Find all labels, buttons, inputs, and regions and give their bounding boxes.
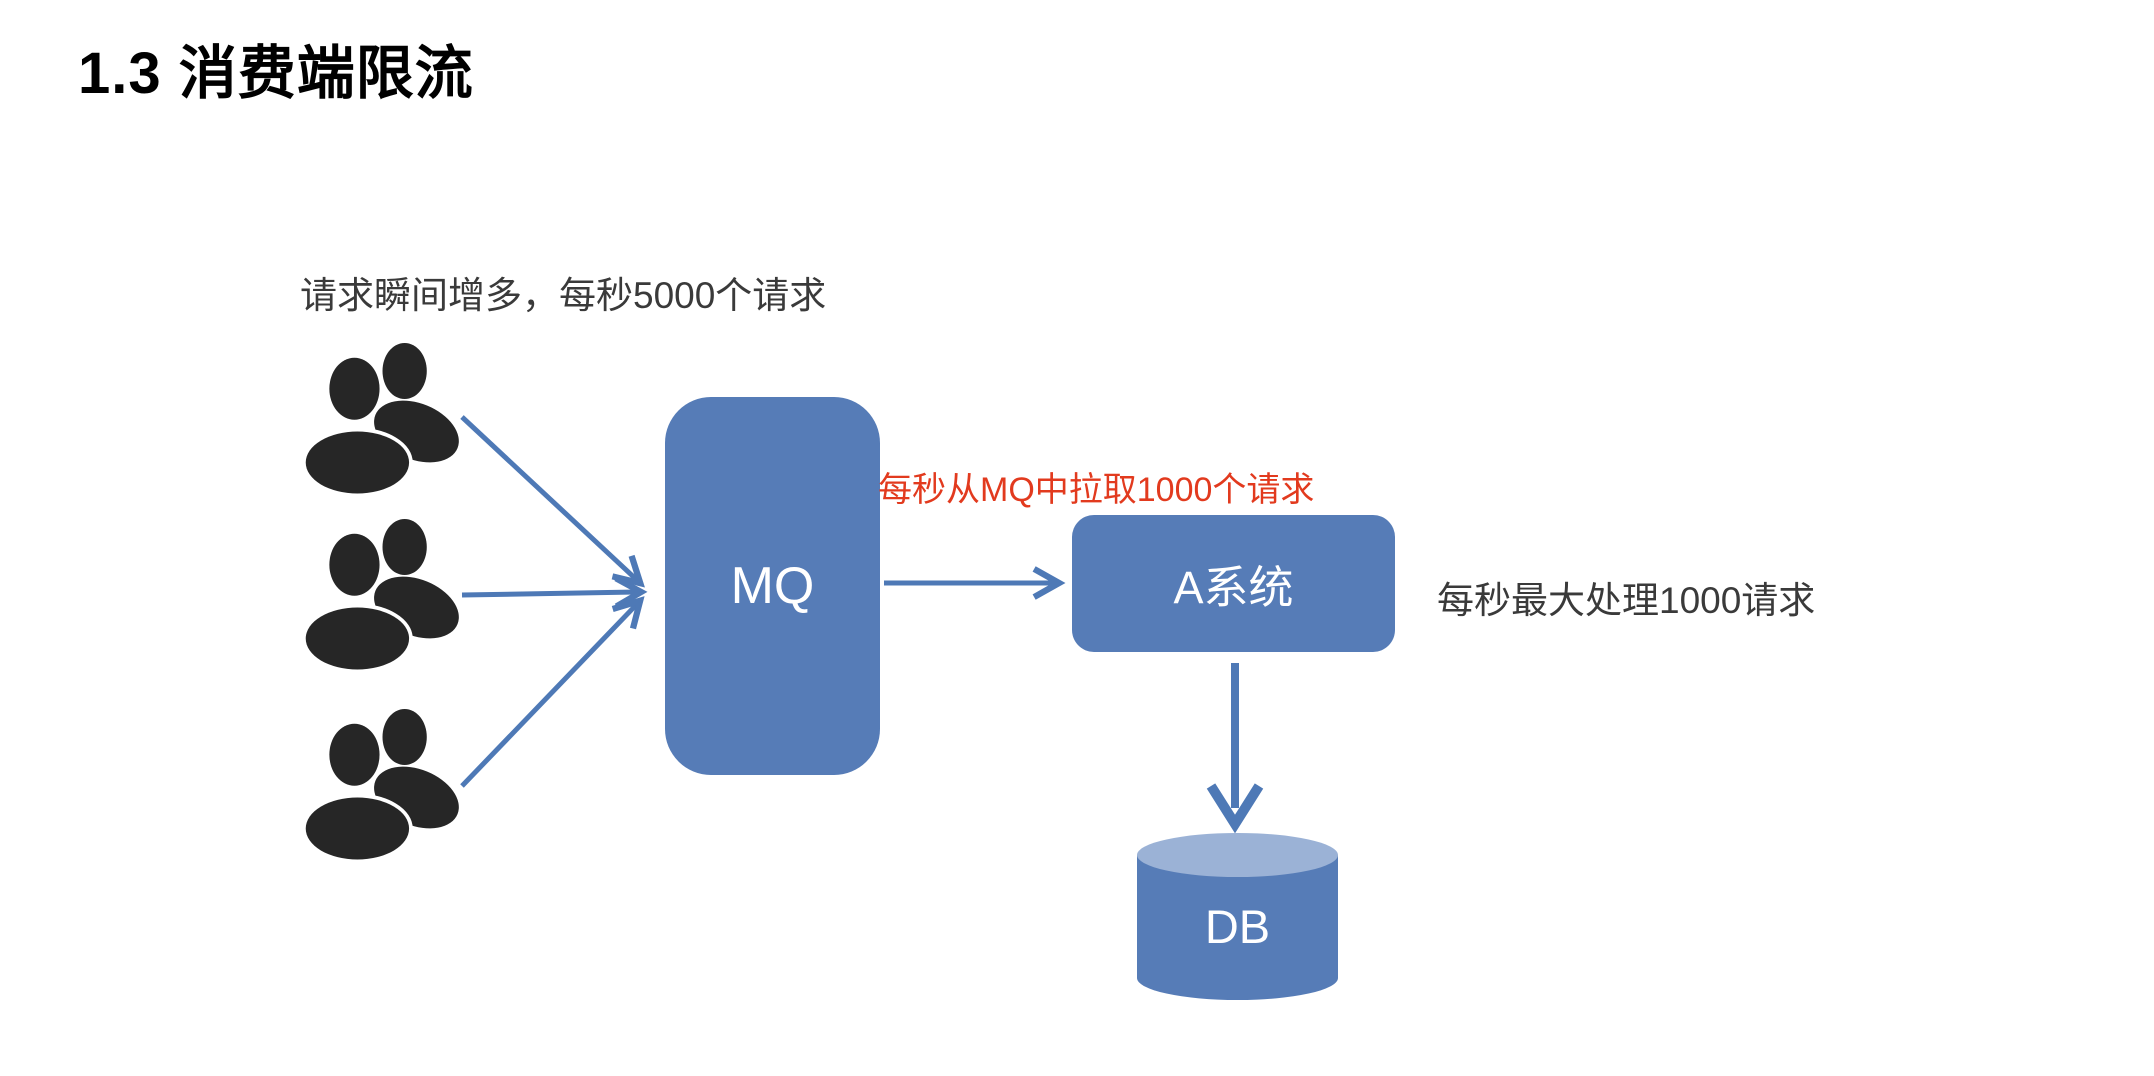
db-node: DB	[1137, 833, 1338, 1000]
arrow-system-a-to-db-head	[1206, 783, 1264, 834]
producers-rate-label: 请求瞬间增多，每秒5000个请求	[300, 275, 827, 316]
page-title: 1.3 消费端限流	[78, 41, 474, 106]
pull-rate-label: 每秒从MQ中拉取1000个请求	[878, 471, 1315, 509]
users-icon	[300, 706, 465, 864]
mq-node-label: MQ	[730, 557, 815, 615]
process-capacity-label: 每秒最大处理1000请求	[1437, 580, 1816, 621]
users-icon	[300, 340, 465, 498]
arrow-users2-to-mq	[461, 592, 638, 595]
system-a-node: A系统	[1072, 515, 1395, 652]
db-cylinder-top	[1137, 833, 1338, 877]
db-node-label: DB	[1204, 900, 1271, 953]
system-a-node-label: A系统	[1173, 562, 1294, 613]
arrow-users1-to-mq	[460, 415, 638, 581]
users-icon	[300, 516, 465, 674]
arrow-users3-to-mq	[460, 603, 638, 788]
mq-node: MQ	[665, 397, 880, 775]
